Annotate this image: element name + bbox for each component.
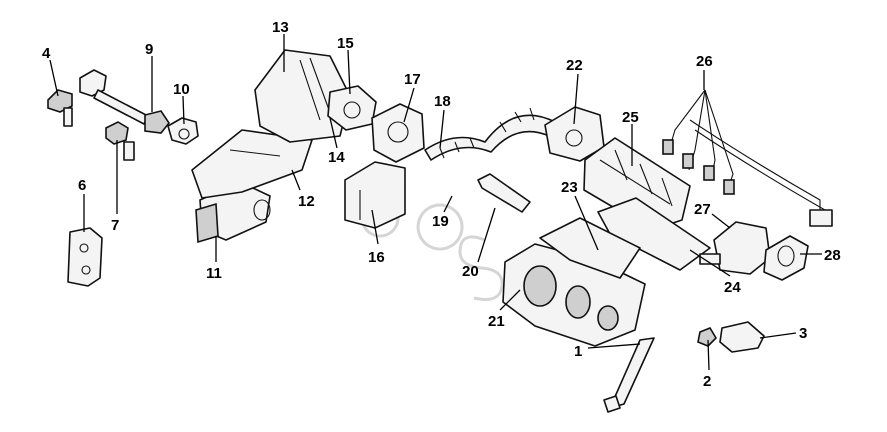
part-10-sensor[interactable] xyxy=(167,117,199,145)
part-12-duct[interactable] xyxy=(191,129,313,199)
part-11-intake-elbow[interactable] xyxy=(195,181,271,244)
part-2-bolt[interactable] xyxy=(697,327,718,347)
part-16-bracket[interactable] xyxy=(344,161,406,229)
part-20-hose-elbow[interactable] xyxy=(477,173,531,213)
part-6-bracket[interactable] xyxy=(67,227,103,287)
callout-16: 16 xyxy=(368,249,385,266)
part-28-distributor-cap[interactable] xyxy=(763,235,809,281)
part-3-bracket[interactable] xyxy=(719,321,765,353)
callout-20: 20 xyxy=(462,263,479,280)
callout-13: 13 xyxy=(272,19,289,36)
callout-1: 1 xyxy=(574,343,582,360)
part-24-cylinder-head[interactable] xyxy=(597,197,711,271)
callout-3: 3 xyxy=(799,325,807,342)
callout-18: 18 xyxy=(434,93,451,110)
callout-labels: 4 9 10 6 7 11 12 13 15 14 17 16 18 19 20… xyxy=(42,19,841,390)
callout-10: 10 xyxy=(173,81,190,98)
callout-15: 15 xyxy=(337,35,354,52)
callout-7: 7 xyxy=(111,217,119,234)
part-7-sender[interactable] xyxy=(105,121,135,161)
part-9-housing[interactable] xyxy=(79,69,170,134)
callout-25: 25 xyxy=(622,109,639,126)
callout-27: 27 xyxy=(694,201,711,218)
part-26-ignition-leads[interactable] xyxy=(662,89,833,227)
callout-28: 28 xyxy=(824,247,841,264)
part-23-block[interactable] xyxy=(539,217,641,279)
callout-14: 14 xyxy=(328,149,345,166)
callout-22: 22 xyxy=(566,57,583,74)
callout-21: 21 xyxy=(488,313,505,330)
part-25-rocker-cover[interactable] xyxy=(583,137,691,231)
part-1-strut[interactable] xyxy=(603,337,655,413)
part-18-flex-hose[interactable] xyxy=(424,107,556,161)
callout-12: 12 xyxy=(298,193,315,210)
callout-17: 17 xyxy=(404,71,421,88)
callout-24: 24 xyxy=(724,279,741,296)
leader-lines xyxy=(49,34,822,371)
part-17-filter-housing[interactable] xyxy=(371,103,425,163)
callout-26: 26 xyxy=(696,53,713,70)
callout-4: 4 xyxy=(42,45,51,62)
callout-2: 2 xyxy=(703,373,711,390)
callout-11: 11 xyxy=(206,265,222,282)
callout-6: 6 xyxy=(78,177,86,194)
callout-9: 9 xyxy=(145,41,153,58)
callout-23: 23 xyxy=(561,179,578,196)
part-4-bolt[interactable] xyxy=(47,89,73,127)
callout-19: 19 xyxy=(432,213,449,230)
